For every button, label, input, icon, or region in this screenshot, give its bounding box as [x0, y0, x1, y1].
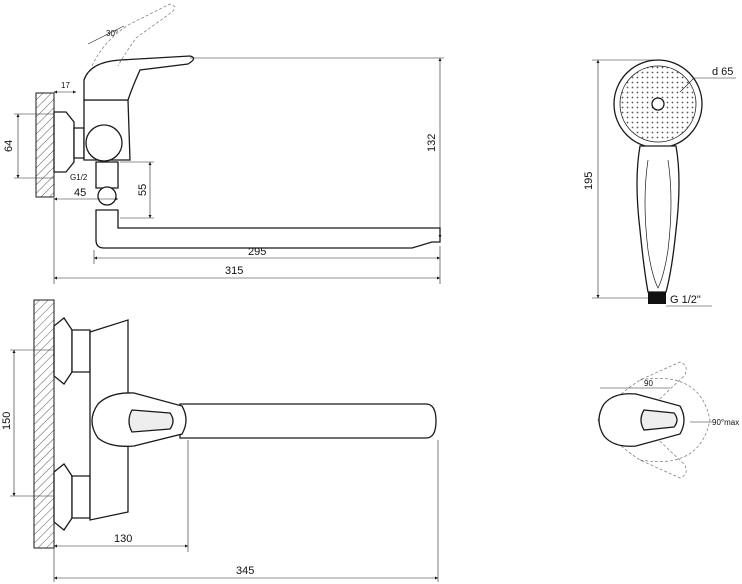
dim-45-label: 45: [74, 187, 86, 199]
shower-handle-inner: [644, 159, 672, 289]
spout: [95, 209, 441, 249]
wall-section-top: [33, 299, 55, 549]
dim-150-label: 150: [1, 412, 13, 430]
body-knob: [85, 124, 123, 162]
shower-head-view: d 65 195 G 1/2": [583, 59, 736, 307]
shower-handle: [636, 145, 680, 293]
dim-315-label: 315: [225, 265, 243, 277]
lever-handle: [83, 55, 195, 101]
dim-d65-label: d 65: [712, 66, 733, 78]
angle-leader: [87, 25, 125, 45]
dim-55-label: 55: [137, 184, 149, 196]
wall-section: [35, 92, 55, 198]
lower-eccentric: [53, 463, 73, 531]
dim-195-label: 195: [583, 172, 595, 190]
upper-nut: [71, 329, 91, 373]
top-spout: [179, 403, 437, 439]
top-view: 150 130 345: [1, 299, 439, 582]
dim-345-label: 345: [236, 565, 254, 577]
top-lever-insert: [128, 409, 174, 433]
side-thread-label: G1/2: [70, 173, 88, 182]
shower-thread-connector: [648, 292, 666, 304]
shower-thread-label: G 1/2": [670, 294, 701, 306]
lever-raised-outline: [91, 3, 175, 67]
dim-d65-pointer: [679, 77, 695, 93]
dim-17-label: 17: [61, 81, 70, 90]
shower-center: [651, 97, 665, 111]
rotation-view: 90 90°max: [597, 361, 739, 479]
dim-130-label: 130: [114, 533, 132, 545]
diverter-knob: [97, 186, 117, 206]
lower-nut: [71, 475, 91, 519]
dim-64-label: 64: [3, 140, 15, 152]
side-view: 30° 17 64 G1/2 45 55 132 295 315: [3, 3, 444, 284]
dim-90-label: 90: [644, 379, 653, 388]
angle-label: 30°: [106, 29, 118, 38]
diverter-housing: [95, 161, 119, 189]
upper-eccentric: [53, 317, 73, 385]
rotation-lever-insert: [640, 409, 678, 431]
eccentric-mount: [53, 111, 75, 173]
rotation-arc: [639, 377, 711, 463]
dim-132-label: 132: [426, 134, 438, 152]
dim-90max-label: 90°max: [712, 418, 739, 427]
dim-295-label: 295: [248, 246, 266, 258]
mount-nut: [73, 127, 85, 159]
